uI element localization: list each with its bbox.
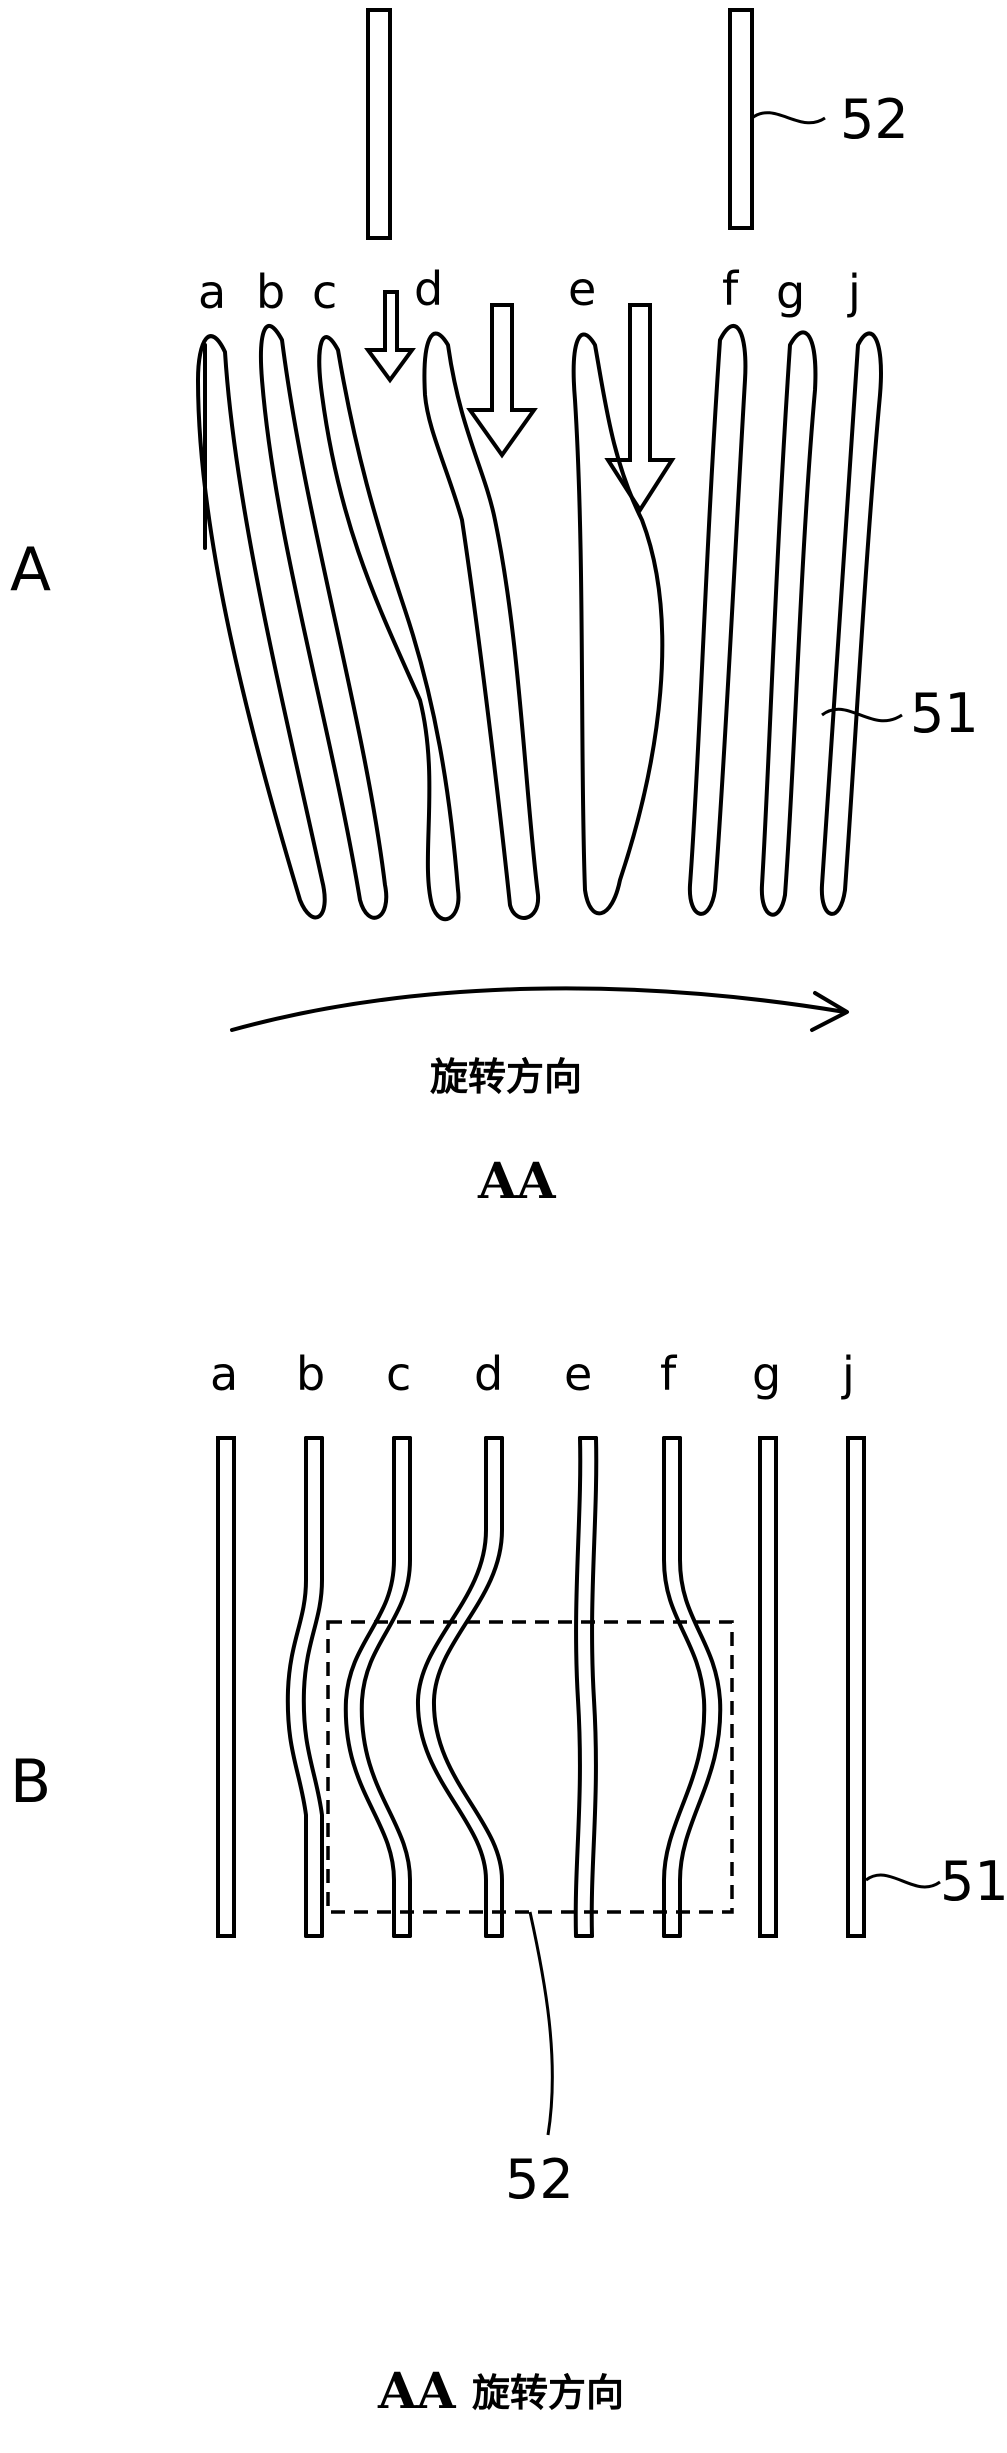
fiber-j-deformed [819, 331, 883, 916]
fiber-b-label-e: e [564, 1347, 592, 1401]
rotation-arrow-line [230, 986, 847, 1032]
member-52-b-leader-line [528, 1911, 554, 2136]
panel-b-caption-suffix: 旋转方向 [472, 2371, 624, 2415]
fiber-b-label-b: b [296, 1347, 325, 1401]
member-52-b-ref-label: 52 [505, 2148, 574, 2211]
rotation-direction-label: 旋转方向 [430, 1055, 582, 1099]
fiber-b-f [662, 1436, 723, 1938]
fiber-h-deformed [759, 330, 818, 917]
member-52-ref-label: 52 [840, 88, 909, 151]
fiber-c-deformed [258, 324, 389, 920]
fiber-51-b-ref-label: 51 [940, 1850, 1007, 1913]
fiber-b-label-f: f [660, 1347, 678, 1401]
fiber-51-ref-label: 51 [910, 682, 979, 745]
fiber-label-g: g [776, 265, 805, 319]
fiber-f-deformed [571, 332, 665, 916]
fiber-label-f: f [722, 262, 740, 316]
fiber-51-leader-line [821, 707, 903, 723]
down-arrow-small [364, 290, 416, 384]
panel-b-label: B [10, 1747, 51, 1817]
fiber-51-b-leader-line [865, 1873, 941, 1889]
panel-a-label: A [10, 535, 51, 605]
fiber-label-a: a [198, 265, 226, 319]
fibers-b [216, 1436, 866, 1938]
fiber-b-deformed [196, 334, 327, 920]
fiber-b-e [573, 1436, 599, 1938]
fiber-label-c: c [312, 265, 337, 319]
fiber-b-label-a: a [210, 1347, 238, 1401]
panel-a: A 52 a b c d e f g j [10, 8, 979, 1210]
fiber-label-e: e [568, 262, 596, 316]
fiber-b-label-j: j [841, 1347, 855, 1401]
rotation-arrow-head [810, 991, 849, 1032]
fiber-g-deformed [687, 324, 748, 916]
fiber-b-label-g: g [752, 1347, 781, 1401]
panel-b-caption-prefix: AA [377, 2361, 457, 2420]
fiber-b-b [285, 1436, 324, 1938]
fiber-label-j: j [847, 265, 861, 319]
panel-b: B a b c d e f g j [10, 1347, 1007, 2420]
fiber-b-a [216, 1436, 236, 1938]
fiber-b-j [846, 1436, 866, 1938]
member-52-top [366, 8, 826, 240]
fiber-label-d: d [414, 262, 443, 316]
member-52-dashed-region [326, 1620, 734, 1914]
down-arrow-large [604, 303, 676, 514]
fiber-b-c [343, 1436, 412, 1938]
member-52-right-plate [728, 8, 754, 230]
fiber-d-deformed [317, 335, 461, 921]
panel-a-caption: AA [477, 1151, 557, 1210]
fiber-b-g [758, 1436, 778, 1938]
fibers-deformed [196, 324, 883, 921]
fiber-label-b: b [256, 265, 285, 319]
fiber-b-d [415, 1436, 504, 1938]
member-52-left-plate [366, 8, 392, 240]
fiber-b-label-d: d [474, 1347, 503, 1401]
down-arrow-medium [466, 303, 538, 459]
fiber-e-deformed [422, 331, 541, 920]
fiber-b-label-c: c [386, 1347, 411, 1401]
member-52-leader-line [751, 111, 826, 125]
